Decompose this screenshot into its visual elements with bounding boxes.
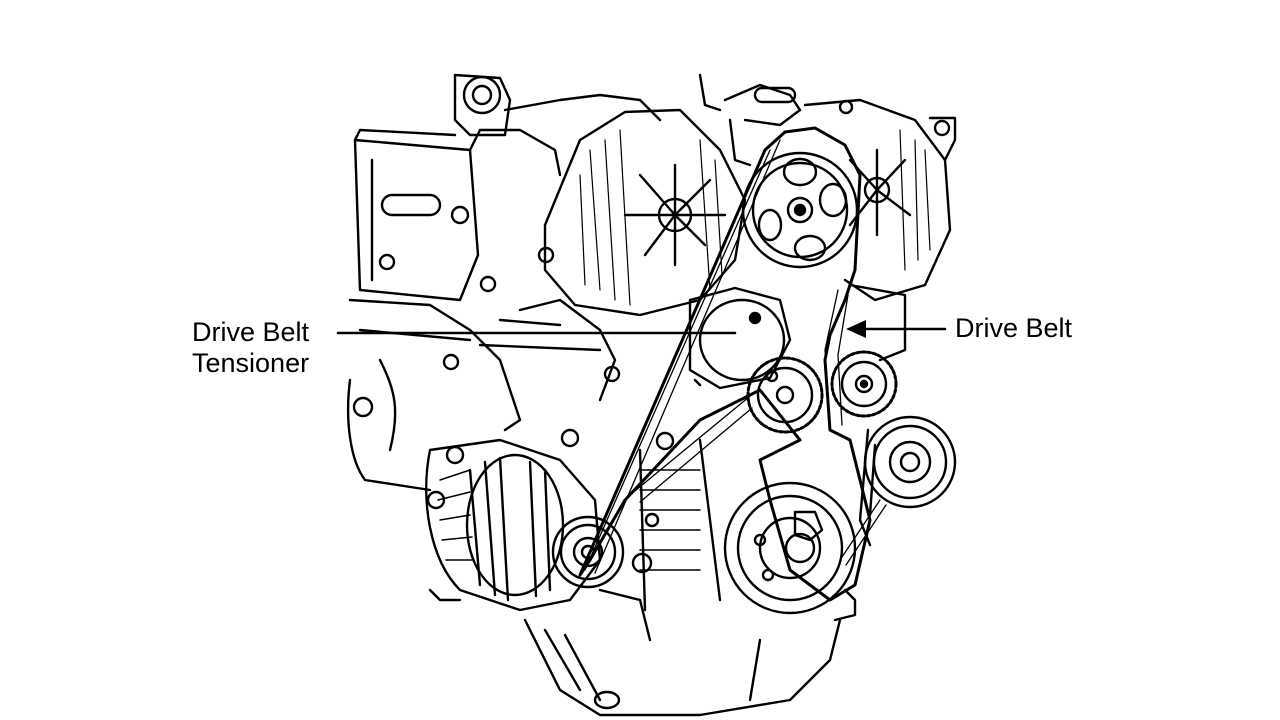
engine-block-left [346, 246, 675, 492]
crankshaft-pulley [723, 481, 857, 622]
alternator [425, 438, 602, 612]
coolant-hoses [723, 83, 802, 167]
timing-belt-cover-left [543, 108, 747, 317]
power-steering-pulley [741, 151, 859, 269]
callout-leader-lines [336, 320, 947, 338]
drive-belt-arrowhead [846, 320, 866, 338]
drive-belt-label: Drive Belt [955, 313, 1073, 343]
tensioner-label-line2: Tensioner [192, 348, 310, 378]
drive-belt-tensioner-label: Drive Belt Tensioner [192, 317, 309, 379]
ac-compressor-pulley [839, 415, 957, 566]
tensioner-idler-pulley [746, 356, 824, 434]
oil-pan [523, 588, 842, 717]
tensioner-label-line1: Drive Belt [192, 317, 310, 347]
alternator-pulley [551, 515, 625, 589]
idler-pulley-right [830, 350, 898, 418]
timing-belt-cover-right [803, 98, 957, 362]
engine-top-bracket [453, 73, 722, 137]
drive-belt [578, 126, 872, 602]
engine-mount-bracket [353, 128, 562, 302]
engine-block-lower [631, 438, 722, 612]
